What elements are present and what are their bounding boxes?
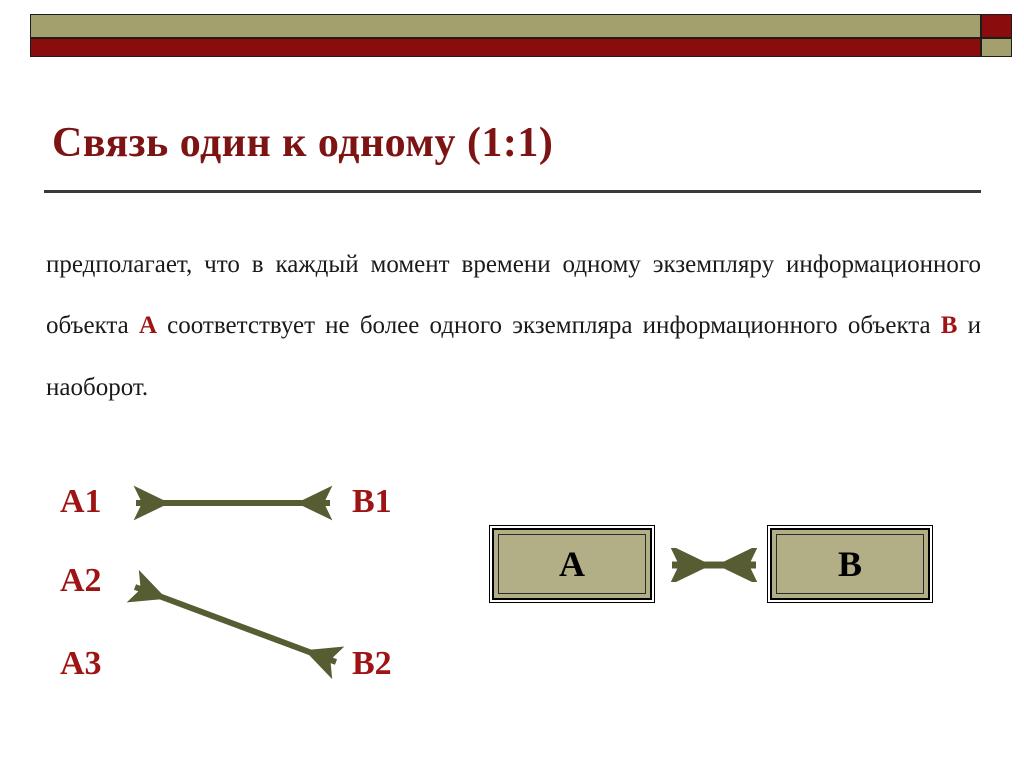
entity-box-a-label: А xyxy=(559,544,585,584)
entity-relationship-diagram: А В xyxy=(487,525,937,608)
entity-box-a: А xyxy=(489,525,655,603)
body-run-0: предполагает, что в каждый момент времен… xyxy=(46,251,981,340)
slide-title: Связь один к одному (1:1) xyxy=(52,120,554,167)
instance-label-a2: A2 xyxy=(60,562,102,599)
entity-box-b: В xyxy=(767,525,933,603)
entity-arrow-svg xyxy=(669,548,759,582)
slide-body-text: предполагает, что в каждый момент времен… xyxy=(46,234,981,479)
header-band-bottom-short xyxy=(981,38,1012,57)
title-divider-rule xyxy=(44,190,981,193)
entity-box-b-label: В xyxy=(837,544,862,584)
header-band-top-short xyxy=(981,14,1012,38)
body-accent-3: В xyxy=(940,312,958,340)
instance-label-a3: A3 xyxy=(60,645,102,682)
header-decoration-band xyxy=(30,14,1012,57)
instance-label-b2: B2 xyxy=(352,645,392,682)
body-run-4: и наоборот. xyxy=(46,312,982,401)
header-band-bottom-row xyxy=(30,38,1012,57)
header-band-bottom-long xyxy=(30,38,981,57)
arrow-a2-b2 xyxy=(126,569,345,680)
body-accent-1: А xyxy=(138,312,157,340)
body-run-2: соответствует не более одного экземпляра… xyxy=(157,312,941,340)
instance-label-b1: B1 xyxy=(352,483,392,520)
header-band-top-long xyxy=(30,14,981,38)
instance-label-a1: A1 xyxy=(60,483,102,520)
header-band-top-row xyxy=(30,14,1012,38)
